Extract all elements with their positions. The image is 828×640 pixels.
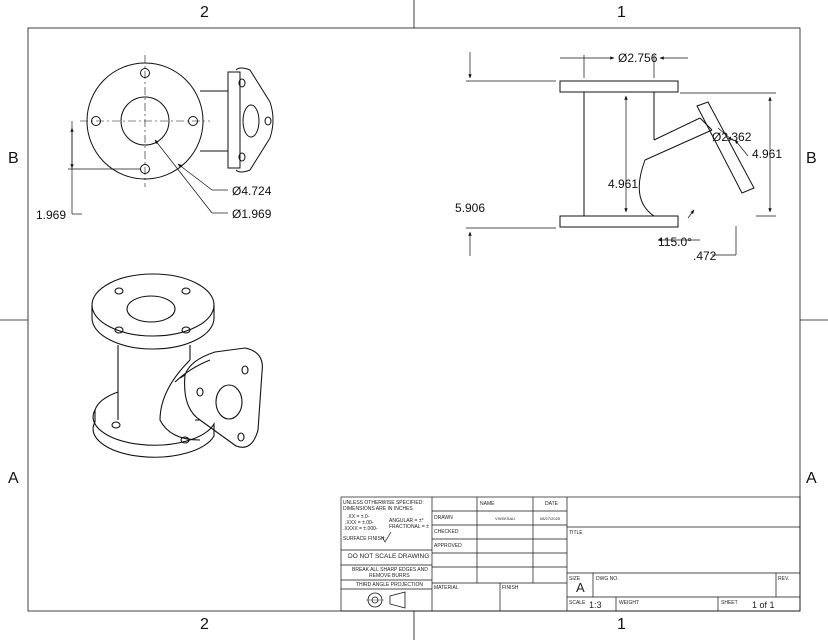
zone-row-a-left: A <box>8 470 19 487</box>
zone-row-a-right: A <box>806 470 817 487</box>
dim-angle: 115.0° <box>658 235 692 249</box>
tb-break-edges-2: REMOVE BURRS <box>369 573 410 579</box>
tb-title-label: TITLE <box>569 530 583 536</box>
tb-tol-xxx: .XXXX = ±.000- <box>343 526 378 532</box>
front-view-dimensions <box>68 121 228 215</box>
zone-col-1-top: 1 <box>617 4 626 21</box>
zone-col-2-top: 2 <box>200 4 209 21</box>
tb-surface-finish: SURFACE FINISH: <box>343 536 386 542</box>
tb-size-value: A <box>576 580 585 595</box>
tb-tol-angular: ANGULAR = ±° <box>389 518 424 524</box>
tb-drawn: DRAWN <box>434 515 453 521</box>
tb-approved: APPROVED <box>434 543 462 549</box>
zone-row-b-left: B <box>8 150 19 167</box>
tb-material-label: MATERIAL <box>434 585 459 591</box>
tb-sheet-value: 1 of 1 <box>752 600 775 610</box>
tb-tol-xx: .XXX = ±.00- <box>345 520 374 526</box>
tb-drawn-date: 08/27/2025 <box>540 516 561 521</box>
zone-col-1-bottom: 1 <box>617 616 626 633</box>
isometric-view <box>91 273 263 458</box>
tb-drawn-name: VIVEKSAU <box>495 516 516 521</box>
dim-branch-diameter: Ø2.362 <box>712 130 752 144</box>
tb-finish-label: FINISH <box>502 585 519 591</box>
tb-projection: THIRD ANGLE PROJECTION <box>356 582 423 588</box>
tb-do-not-scale: DO NOT SCALE DRAWING <box>348 553 430 560</box>
zone-col-2-bottom: 2 <box>200 616 209 633</box>
zone-row-b-right: B <box>806 150 817 167</box>
tb-scale-value: 1:3 <box>589 600 602 610</box>
tb-break-edges-1: BREAK ALL SHARP EDGES AND <box>352 567 428 573</box>
title-block <box>340 496 801 612</box>
side-view-dimensions <box>466 52 776 256</box>
tb-size-label: SIZE <box>569 576 581 582</box>
dim-offset: 1.969 <box>36 208 67 222</box>
tb-scale-label: SCALE <box>569 600 586 606</box>
surface-finish-icon <box>381 531 392 543</box>
tb-notes-line2: DIMENSIONS ARE IN INCHES <box>343 506 413 512</box>
dim-right-height: 4.961 <box>752 147 783 161</box>
tb-checked: CHECKED <box>434 529 459 535</box>
dim-top-diameter: Ø2.756 <box>618 51 658 65</box>
tb-tol-fractional: FRACTIONAL = ± <box>389 524 429 530</box>
tb-sheet-label: SHEET <box>721 600 738 606</box>
dim-total-height: 5.906 <box>455 201 486 215</box>
tb-tol-x: .XX = ±.0- <box>347 514 370 520</box>
dim-inner-height: 4.961 <box>608 177 639 191</box>
tb-rev-label: REV. <box>778 576 790 582</box>
tb-notes-line1: UNLESS OTHERWISE SPECIFIED: <box>343 500 424 506</box>
dim-outer-diameter: Ø4.724 <box>232 184 272 198</box>
tb-col-name: NAME <box>480 501 495 507</box>
tb-dwg-no-label: DWG NO. <box>596 576 619 582</box>
tb-weight-label: WEIGHT <box>619 600 639 606</box>
tb-col-date: DATE <box>545 501 558 507</box>
dim-branch-offset: .472 <box>693 249 717 263</box>
projection-symbol <box>366 591 406 609</box>
side-view <box>559 80 755 228</box>
front-view <box>80 55 274 187</box>
dim-bolt-diameter: Ø1.969 <box>232 207 272 221</box>
